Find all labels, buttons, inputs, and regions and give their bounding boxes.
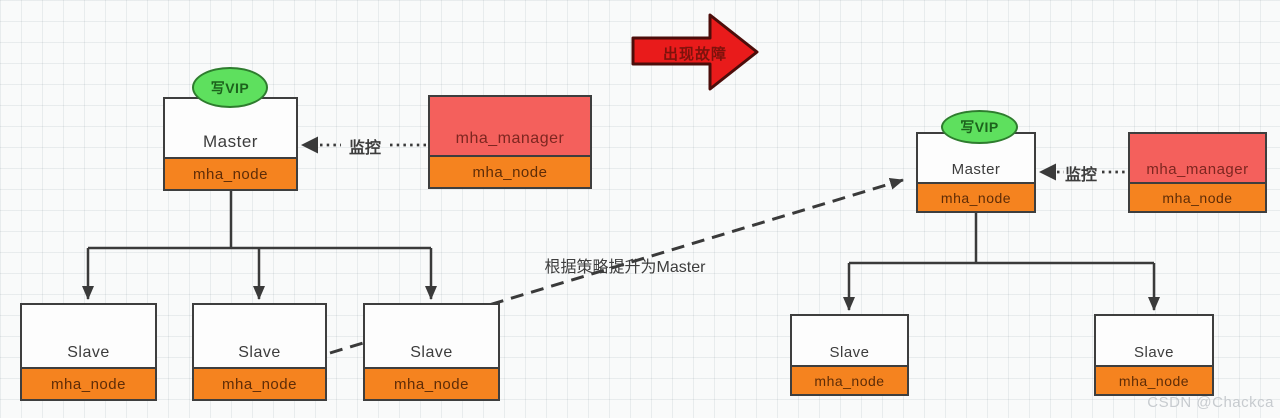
left-tree-trunk bbox=[88, 191, 431, 250]
promote-label: 根据策略提升为Master bbox=[544, 259, 706, 276]
master-right-agent: mha_node bbox=[918, 182, 1034, 211]
promote-arrow bbox=[329, 178, 904, 355]
monitor-label-left: 监控 bbox=[348, 140, 381, 157]
slave-left-2-title: Slave bbox=[238, 344, 281, 361]
slave-right-2-title: Slave bbox=[1133, 344, 1175, 361]
node-slave-right-2: Slave mha_node bbox=[1094, 314, 1214, 396]
right-tree-trunk bbox=[849, 213, 1154, 265]
watermark: CSDN @Chackca bbox=[1147, 394, 1274, 411]
node-manager-right: mha_manager mha_node bbox=[1128, 132, 1267, 213]
slave-right-2-agent: mha_node bbox=[1096, 365, 1212, 394]
manager-right-title: mha_manager bbox=[1130, 134, 1265, 182]
vip-label-right: 写VIP bbox=[960, 119, 999, 135]
manager-left-agent: mha_node bbox=[430, 155, 590, 187]
node-slave-right-1: Slave mha_node bbox=[790, 314, 909, 396]
vip-badge-left: 写VIP bbox=[192, 67, 268, 108]
slave-left-3-agent: mha_node bbox=[365, 367, 498, 399]
slave-left-3-title: Slave bbox=[410, 344, 453, 361]
node-master-left: Master mha_node bbox=[163, 97, 298, 191]
node-manager-left: mha_manager mha_node bbox=[428, 95, 592, 189]
fault-arrow-label: 出现故障 bbox=[662, 46, 727, 63]
slave-right-1-title: Slave bbox=[829, 344, 870, 361]
node-master-right: Master mha_node bbox=[916, 132, 1036, 213]
master-left-title: Master bbox=[203, 132, 258, 151]
vip-badge-right: 写VIP bbox=[941, 110, 1018, 144]
slave-right-1-agent: mha_node bbox=[792, 365, 907, 394]
slave-left-2-agent: mha_node bbox=[194, 367, 325, 399]
left-monitor-arrowhead bbox=[301, 136, 318, 154]
master-right-title: Master bbox=[951, 161, 1001, 178]
node-slave-left-2: Slave mha_node bbox=[192, 303, 327, 401]
right-monitor-arrowhead bbox=[1039, 163, 1056, 181]
fault-arrow bbox=[631, 13, 759, 91]
manager-right-agent: mha_node bbox=[1130, 182, 1265, 211]
monitor-label-right: 监控 bbox=[1064, 167, 1097, 184]
node-slave-left-3: Slave mha_node bbox=[363, 303, 500, 401]
master-left-agent: mha_node bbox=[165, 157, 296, 189]
node-slave-left-1: Slave mha_node bbox=[20, 303, 157, 401]
slave-left-1-agent: mha_node bbox=[22, 367, 155, 399]
manager-left-title: mha_manager bbox=[430, 97, 590, 155]
slave-left-1-title: Slave bbox=[67, 344, 110, 361]
vip-label-left: 写VIP bbox=[210, 79, 250, 96]
